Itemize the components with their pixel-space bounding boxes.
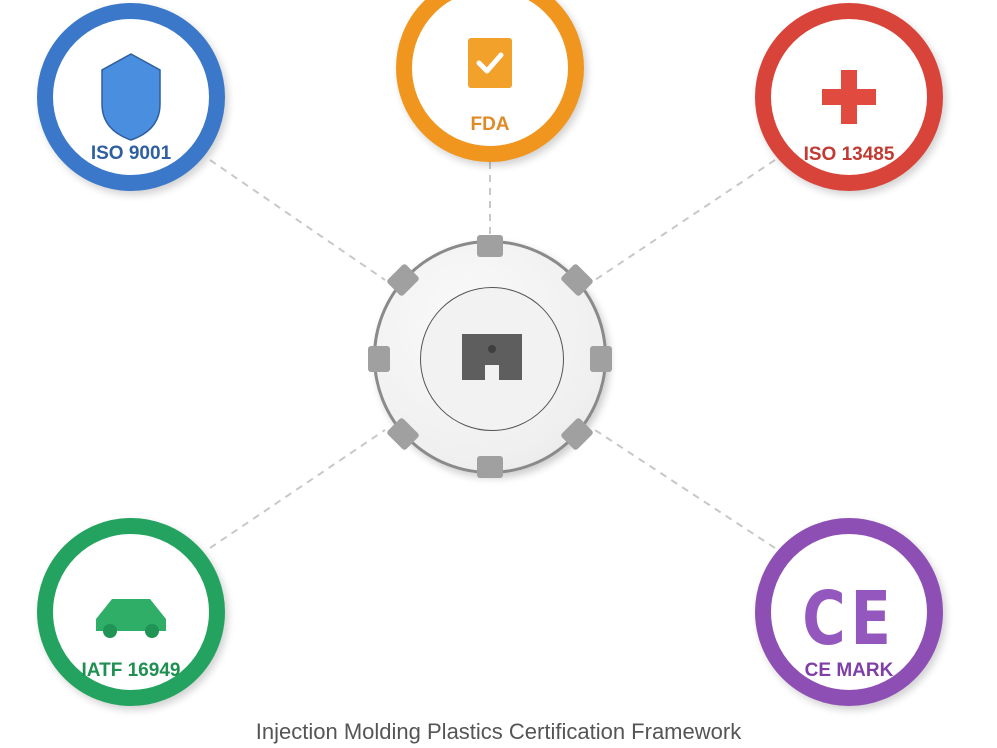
iatf16949-label: IATF 16949 xyxy=(81,660,181,681)
shield-icon xyxy=(101,53,161,141)
iso9001-label: ISO 9001 xyxy=(90,143,172,164)
hub-tab-right xyxy=(590,346,612,372)
iso13485-label: ISO 13485 xyxy=(803,144,895,165)
hub-tab-left xyxy=(368,346,390,372)
hub-tab-bottom xyxy=(477,456,503,478)
cemark-badge: CE CE MARK xyxy=(755,518,943,706)
iatf16949-badge: IATF 16949 xyxy=(37,518,225,706)
iso13485-badge: ISO 13485 xyxy=(755,3,943,191)
cemark-label: CE MARK xyxy=(804,660,894,681)
car-icon xyxy=(96,599,166,638)
hub-inner-ring xyxy=(420,287,564,431)
medical-cross-icon xyxy=(822,70,876,124)
ce-icon: CE xyxy=(802,576,896,662)
hub-tab-top xyxy=(477,235,503,257)
mold-icon xyxy=(462,334,522,380)
iso9001-badge: ISO 9001 xyxy=(37,3,225,191)
central-hub xyxy=(368,235,612,478)
fda-label: FDA xyxy=(470,114,510,135)
checkbox-icon xyxy=(468,38,512,88)
diagram-title: Injection Molding Plastics Certification… xyxy=(255,719,742,744)
